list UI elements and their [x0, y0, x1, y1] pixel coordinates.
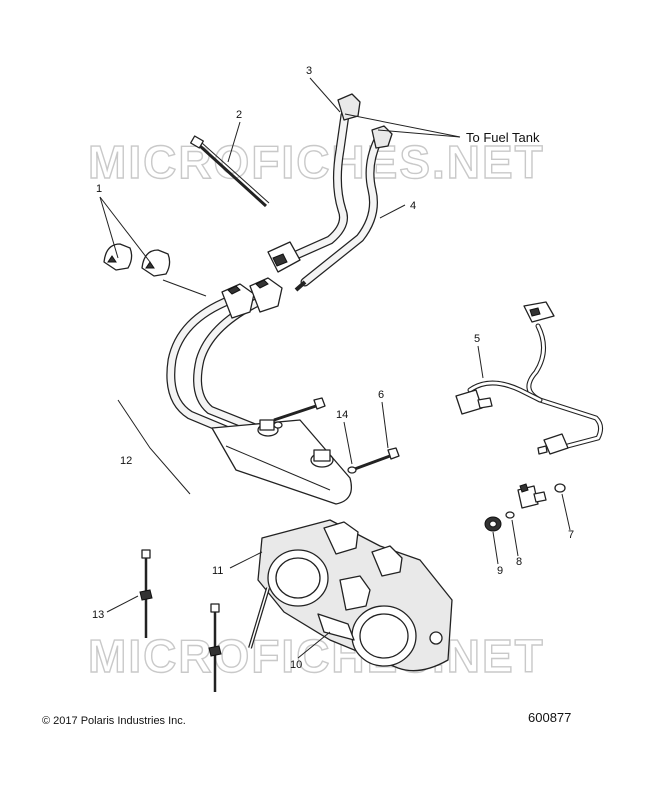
callout-1: 1: [96, 183, 102, 195]
callout-5: 5: [474, 333, 480, 345]
part-9-grommet[interactable]: [484, 516, 502, 532]
part-11-throttle-cable[interactable]: [248, 587, 270, 649]
part-7-o-ring[interactable]: [554, 483, 566, 493]
part-8-fuel-injector[interactable]: [517, 483, 547, 509]
callout-12: 12: [120, 455, 132, 467]
part-12-fuel-rail-hose-assembly[interactable]: [166, 277, 353, 505]
part-1-hose-clips[interactable]: [103, 243, 171, 277]
part-10-throttle-body[interactable]: [257, 519, 453, 672]
leader-lines: [99, 77, 571, 659]
part-5-wiring-harness[interactable]: [455, 301, 604, 455]
callout-11: 11: [212, 565, 223, 577]
part-14-washers[interactable]: [273, 421, 357, 474]
part-6-bolts[interactable]: [273, 397, 400, 472]
diagram-number: 600877: [528, 710, 571, 725]
callout-8: 8: [516, 556, 522, 568]
part-3-fuel-hose[interactable]: [267, 93, 361, 273]
callout-10: 10: [290, 659, 302, 671]
callout-2: 2: [236, 109, 242, 121]
callout-3: 3: [306, 65, 312, 77]
part-4-fuel-hose[interactable]: [294, 125, 393, 292]
callout-9: 9: [497, 565, 503, 577]
callout-4: 4: [410, 200, 416, 212]
part-8-seal[interactable]: [505, 511, 515, 519]
callout-13: 13: [92, 609, 104, 621]
callout-14: 14: [336, 409, 348, 421]
part-13-cable-ties[interactable]: [139, 549, 222, 692]
copyright-text: © 2017 Polaris Industries Inc.: [42, 715, 186, 727]
fuel-tank-label: To Fuel Tank: [466, 130, 540, 145]
callout-7: 7: [568, 529, 574, 541]
watermark-top: MICROFICHES.NET: [88, 136, 545, 188]
callout-6: 6: [378, 389, 384, 401]
part-2-cable-tie[interactable]: [190, 135, 270, 208]
watermark-bottom: MICROFICHES.NET: [88, 630, 545, 682]
